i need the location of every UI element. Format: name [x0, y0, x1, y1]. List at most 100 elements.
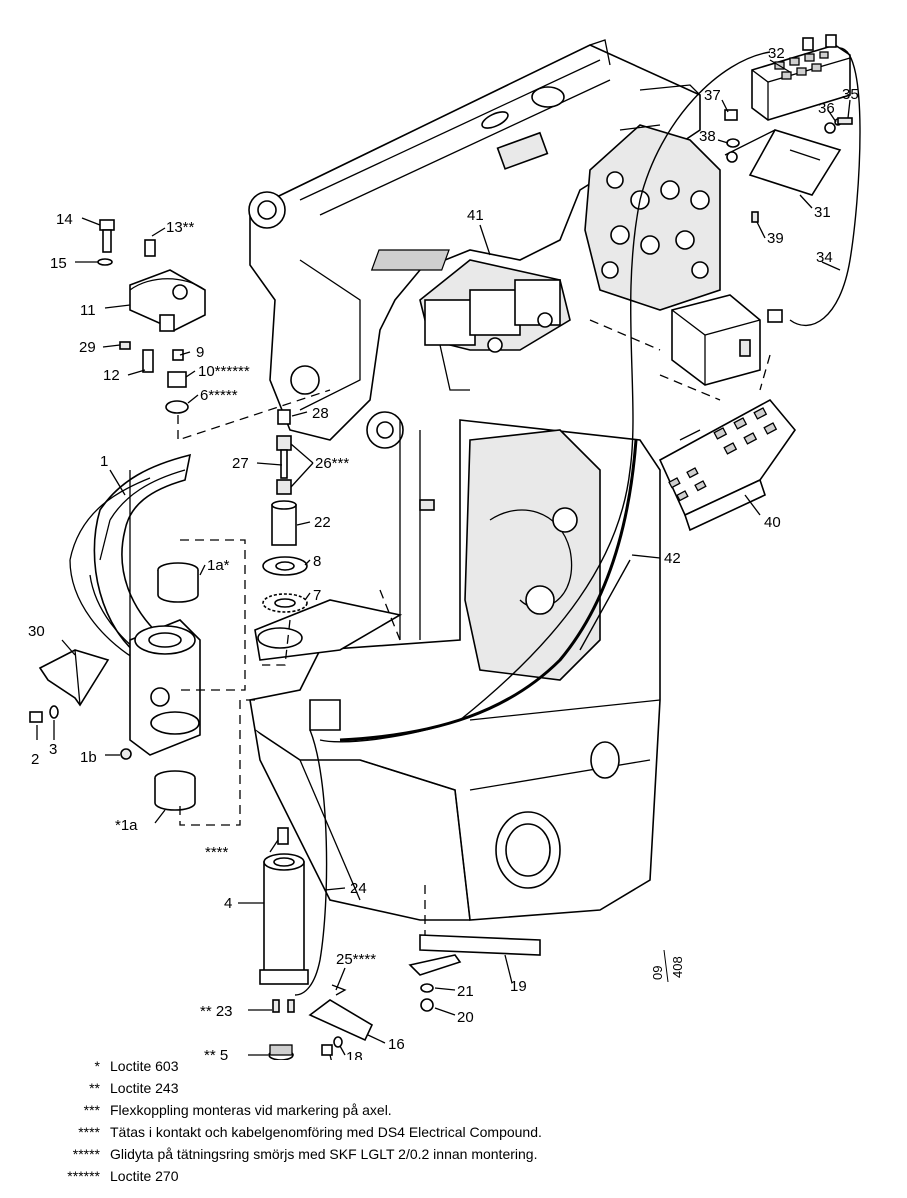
footnote-legend: * Loctite 603 ** Loctite 243 *** Flexkop…	[10, 1058, 650, 1190]
legend-text: Glidyta på tätningsring smörjs med SKF L…	[110, 1146, 538, 1162]
legend-text: Loctite 243	[110, 1080, 179, 1096]
callout-9: 9	[196, 344, 204, 361]
junction-box	[671, 294, 761, 386]
legend-text: Flexkoppling monteras vid markering på a…	[110, 1102, 392, 1118]
callout-12: 12	[103, 367, 120, 384]
callout-1a-bottom: *1a	[115, 817, 138, 834]
docref-bottom: 408	[670, 956, 685, 978]
callout-1a-top: 1a*	[207, 557, 230, 574]
washer-8	[262, 556, 308, 576]
callout-11: 11	[80, 302, 96, 319]
screw-13	[144, 239, 156, 257]
lockwasher-7	[262, 593, 308, 613]
cable-42	[339, 439, 638, 742]
washer-18	[333, 1036, 343, 1048]
legend-row: **** Tätas i kontakt och kabelgenomförin…	[10, 1124, 650, 1146]
legend-row: ** Loctite 243	[10, 1080, 650, 1102]
screw-23b	[287, 999, 295, 1013]
fitting-28	[277, 409, 291, 425]
callout-20: 20	[457, 1009, 474, 1026]
cylinder-4	[259, 853, 309, 985]
cables	[294, 47, 861, 996]
legend-symbol: ****	[78, 1124, 100, 1140]
legend-row: * Loctite 603	[10, 1058, 650, 1080]
screw-23a	[272, 999, 280, 1013]
screw-39	[751, 211, 759, 223]
callout-27: 27	[232, 455, 249, 472]
callout-10: 10******	[198, 363, 250, 380]
pin-12	[142, 349, 154, 373]
legend-symbol: *	[94, 1058, 100, 1074]
callout-42: 42	[664, 550, 681, 567]
screw-35	[837, 117, 853, 125]
legend-symbol: **	[89, 1080, 100, 1096]
callout-21: 21	[457, 983, 474, 1000]
callout-41: 41	[467, 207, 484, 224]
plate-11	[129, 269, 206, 332]
callout-16: 16	[388, 1036, 405, 1053]
callout-4-stars: ****	[205, 844, 229, 861]
bushing-1a-top	[157, 562, 199, 603]
bushing-1a-bottom	[154, 770, 196, 811]
callout-24: 24	[350, 880, 367, 897]
callouts: 14 13** 15 11 29 9 12 10****** 6***** 28…	[28, 45, 859, 1060]
callout-34: 34	[816, 249, 833, 266]
washer-21	[420, 983, 434, 993]
callout-32: 32	[768, 45, 785, 62]
callout-28: 28	[312, 405, 329, 422]
callout-6: 6*****	[200, 387, 238, 404]
legend-text: Tätas i kontakt och kabelgenomföring med…	[110, 1124, 542, 1140]
nut-5-body	[269, 1044, 293, 1056]
knuckle-assembly	[129, 619, 201, 756]
legend-row: ***** Glidyta på tätningsring smörjs med…	[10, 1146, 650, 1168]
callout-15: 15	[50, 255, 67, 272]
callout-5: ** 5	[204, 1047, 228, 1060]
callout-3: 3	[49, 741, 57, 758]
leader-lines	[36, 59, 851, 1060]
clip-16	[308, 999, 374, 1042]
bracket-plate-31	[724, 118, 842, 196]
callout-1b: 1b	[80, 749, 97, 766]
assembly-dashes	[177, 319, 771, 935]
callout-38: 38	[699, 128, 716, 145]
bracket-30	[38, 649, 110, 707]
control-box-32	[751, 34, 851, 121]
plug-4-top	[277, 827, 289, 845]
callout-37: 37	[704, 87, 721, 104]
screw-17	[321, 1044, 333, 1056]
grease-nipple-1b	[120, 748, 132, 760]
steering-arm-hole	[257, 627, 303, 649]
callout-4: 4	[224, 895, 232, 912]
legend-row: *** Flexkoppling monteras vid markering …	[10, 1102, 650, 1124]
cable-34	[789, 47, 861, 326]
legend-text: Loctite 603	[110, 1058, 179, 1074]
screw-14	[99, 219, 115, 253]
legend-symbol: ******	[67, 1168, 100, 1184]
control-panel-40	[658, 398, 797, 532]
callout-7: 7	[313, 587, 321, 604]
drawing-reference-number: 09 408	[652, 949, 685, 983]
legend-symbol: ***	[83, 1102, 100, 1118]
lower-body	[249, 419, 661, 921]
exploded-parts-diagram: 14 13** 15 11 29 9 12 10****** 6***** 28…	[28, 34, 861, 1060]
callout-29: 29	[79, 339, 96, 356]
nut-20	[420, 998, 434, 1012]
washer-15	[97, 258, 113, 266]
chassis-frame	[248, 39, 701, 449]
screw-29	[119, 341, 131, 350]
callout-36: 36	[818, 100, 835, 117]
screw-2	[29, 711, 43, 723]
callout-26: 26***	[315, 455, 349, 472]
plate-19	[408, 934, 541, 976]
callout-31: 31	[814, 204, 831, 221]
cable-tie-25	[331, 984, 347, 996]
legend-row: ****** Loctite 270	[10, 1168, 650, 1190]
sleeve-22	[271, 500, 297, 546]
nut-37	[724, 109, 738, 121]
washer-38	[726, 138, 740, 148]
callout-25: 25****	[336, 951, 376, 968]
callout-13: 13**	[166, 219, 195, 236]
nut-9	[172, 349, 184, 361]
docref-top: 09	[652, 966, 665, 980]
washer-3	[49, 705, 59, 719]
